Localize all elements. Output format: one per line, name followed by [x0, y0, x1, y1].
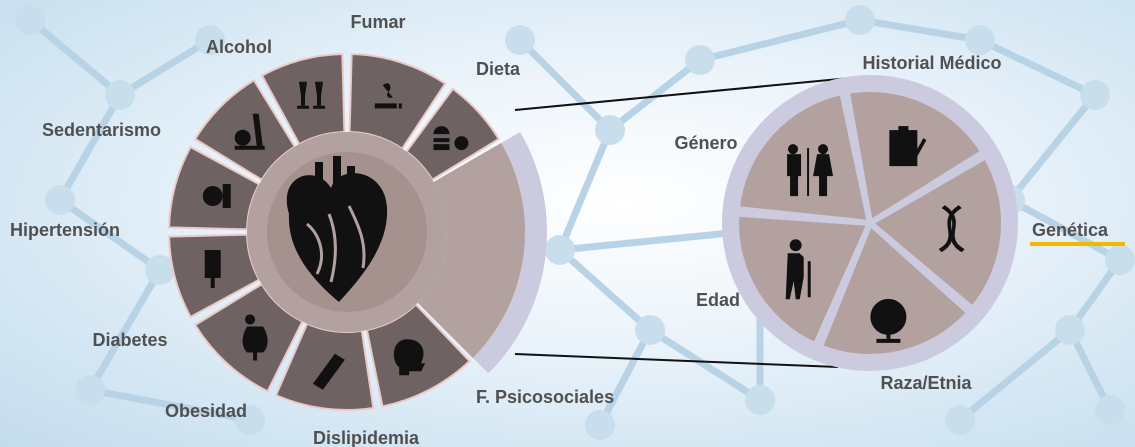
factor-label: Raza/Etnia	[880, 373, 972, 393]
factor-label: Genética	[1032, 220, 1109, 240]
network-atom	[845, 5, 875, 35]
right-wheel-non-modifiable-factors	[722, 75, 1018, 371]
network-atom	[1095, 395, 1125, 425]
factor-label: Fumar	[350, 12, 405, 32]
network-bond	[560, 130, 610, 250]
factor-label: Obesidad	[165, 401, 247, 421]
network-atom	[595, 115, 625, 145]
factor-label: Hipertensión	[10, 220, 120, 240]
genetica-highlight-underline	[1030, 242, 1125, 246]
factor-label: Diabetes	[92, 330, 167, 350]
network-bond	[560, 250, 650, 330]
network-bond	[120, 40, 210, 95]
network-bond	[60, 95, 120, 200]
network-atom	[15, 5, 45, 35]
factor-label: F. Psicosociales	[476, 387, 614, 407]
network-atom	[45, 185, 75, 215]
factor-label: Dislipidemia	[313, 428, 420, 447]
factor-label: Género	[674, 133, 737, 153]
factor-label: Alcohol	[206, 37, 272, 57]
network-bond	[1010, 95, 1095, 200]
network-atom	[635, 315, 665, 345]
network-atom	[545, 235, 575, 265]
factor-label: Sedentarismo	[42, 120, 161, 140]
network-bond	[30, 20, 120, 95]
network-bond	[610, 60, 700, 130]
network-atom	[685, 45, 715, 75]
factor-label: Historial Médico	[862, 53, 1001, 73]
left-wheel-modifiable-factors	[169, 54, 547, 410]
network-atom	[1055, 315, 1085, 345]
network-bond	[600, 330, 650, 425]
network-atom	[1105, 245, 1135, 275]
factor-label: Edad	[696, 290, 740, 310]
network-atom	[505, 25, 535, 55]
network-atom	[105, 80, 135, 110]
network-bond	[700, 20, 860, 60]
factor-label: Dieta	[476, 59, 521, 79]
network-atom	[1080, 80, 1110, 110]
network-atom	[945, 405, 975, 435]
network-bond	[960, 330, 1070, 420]
network-bond	[860, 20, 980, 40]
network-atom	[965, 25, 995, 55]
network-bond	[520, 40, 610, 130]
connector-line-bottom	[515, 354, 838, 367]
network-atom	[75, 375, 105, 405]
network-atom	[745, 385, 775, 415]
network-bond	[650, 330, 760, 400]
network-atom	[585, 410, 615, 440]
